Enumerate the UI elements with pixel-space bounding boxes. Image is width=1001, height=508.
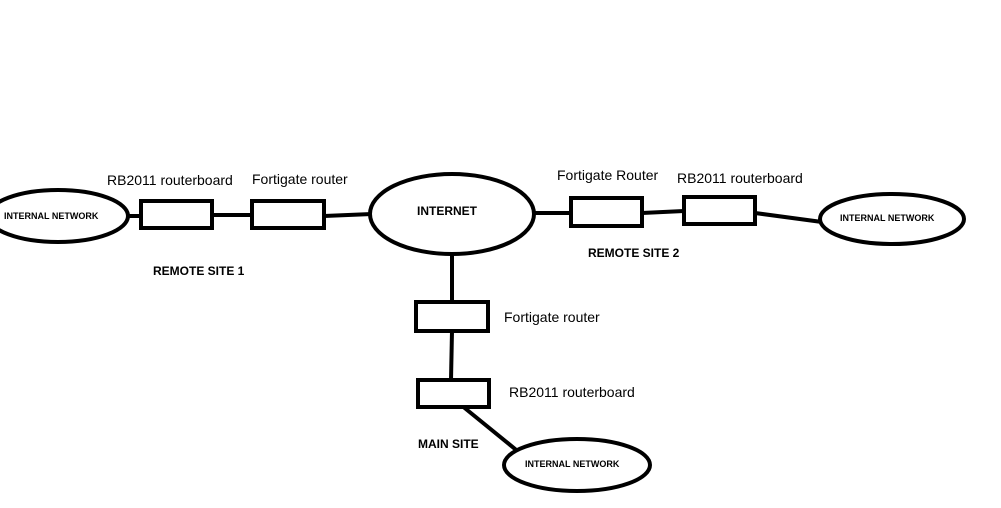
- remote-site-1-internal-network-label: INTERNAL NETWORK: [4, 211, 99, 221]
- main-site: Fortigate router RB2011 routerboard MAIN…: [414, 300, 652, 493]
- internet-node: [368, 172, 536, 256]
- remote-site-2-routerboard-label: RB2011 routerboard: [677, 170, 803, 186]
- remote-site-2: Fortigate Router RB2011 routerboard INTE…: [557, 167, 966, 260]
- link-main-routerboard-to-network: [459, 403, 522, 455]
- remote-site-1-router-node: [250, 199, 326, 230]
- remote-site-2-label: REMOTE SITE 2: [588, 246, 680, 260]
- remote-site-1: INTERNAL NETWORK RB2011 routerboard Fort…: [0, 171, 348, 278]
- remote-site-1-router-label: Fortigate router: [252, 171, 348, 187]
- main-site-internal-network-label: INTERNAL NETWORK: [525, 459, 620, 469]
- remote-site-1-routerboard-label: RB2011 routerboard: [107, 172, 233, 188]
- remote-site-1-internal-network-node: [0, 188, 130, 244]
- main-site-label: MAIN SITE: [418, 437, 479, 451]
- link-rs2-routerboard-to-network: [754, 211, 823, 224]
- main-site-router-label: Fortigate router: [504, 309, 600, 325]
- link-rs1-router-to-internet: [323, 212, 373, 218]
- connections: [127, 209, 823, 455]
- link-main-router-to-routerboard: [449, 330, 454, 381]
- main-site-routerboard-label: RB2011 routerboard: [509, 384, 635, 400]
- main-site-router-node: [414, 300, 490, 333]
- main-site-internal-network-node: [502, 437, 652, 493]
- remote-site-1-routerboard-node: [139, 199, 214, 230]
- remote-site-2-routerboard-node: [682, 195, 757, 226]
- internet-label: INTERNET: [417, 204, 478, 218]
- remote-site-1-label: REMOTE SITE 1: [153, 264, 245, 278]
- link-rs2-router-to-routerboard: [641, 209, 685, 215]
- remote-site-2-internal-network-node: [818, 192, 966, 246]
- remote-site-2-router-label: Fortigate Router: [557, 167, 658, 183]
- main-site-routerboard-node: [416, 378, 491, 409]
- remote-site-2-router-node: [569, 196, 644, 228]
- internet: INTERNET: [368, 172, 536, 256]
- remote-site-2-internal-network-label: INTERNAL NETWORK: [840, 213, 935, 223]
